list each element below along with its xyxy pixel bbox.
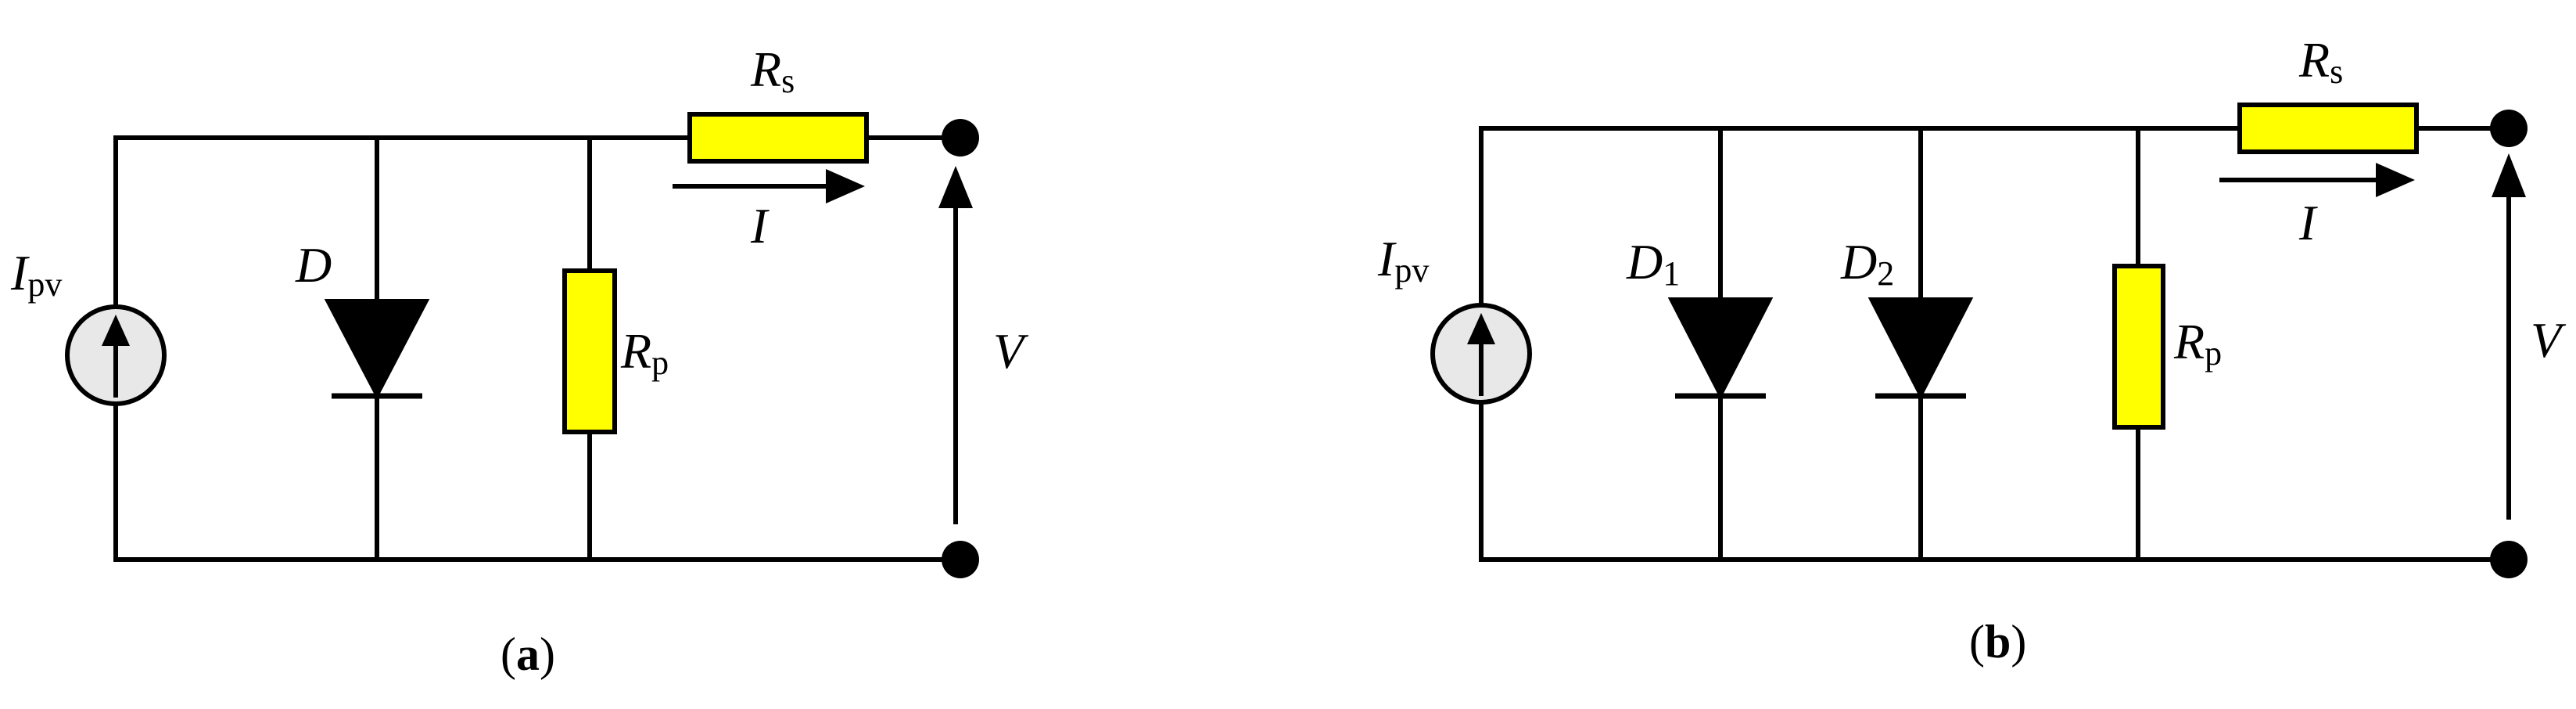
terminal-b-top bbox=[2490, 110, 2528, 147]
rp-label-b: Rp bbox=[2173, 314, 2222, 372]
diode-a bbox=[324, 299, 430, 400]
diode-1 bbox=[1667, 297, 1774, 400]
rs-label-b: Rs bbox=[2298, 32, 2343, 91]
rs-label-a: Rs bbox=[750, 41, 795, 100]
current-arrow-a-head bbox=[826, 169, 865, 203]
resistor-rs-a bbox=[687, 112, 869, 164]
voltage-label-b: V bbox=[2531, 312, 2567, 368]
voltage-arrow-a-head bbox=[938, 166, 973, 208]
resistor-rs-b bbox=[2237, 103, 2419, 154]
source-label-b: Ipv bbox=[1377, 231, 1429, 290]
caption-a: (a) bbox=[500, 628, 555, 680]
current-arrow-b-head bbox=[2376, 163, 2415, 197]
current-label-b: I bbox=[2298, 195, 2318, 250]
diode-1-label: D1 bbox=[1626, 234, 1680, 293]
terminal-a-bottom bbox=[942, 541, 979, 578]
resistor-rp-a bbox=[562, 268, 617, 434]
caption-b: (b) bbox=[1969, 616, 2026, 668]
diode-2 bbox=[1867, 297, 1974, 400]
current-source-b-arrow-head bbox=[1467, 313, 1495, 344]
resistor-rp-b bbox=[2112, 264, 2165, 430]
circuit-b: Ipv D1 D2 Rp Rs I V (b) bbox=[1377, 32, 2567, 668]
voltage-label-a: V bbox=[993, 323, 1029, 379]
source-label-a: Ipv bbox=[10, 245, 62, 304]
current-label-a: I bbox=[750, 198, 770, 254]
rp-label-a: Rp bbox=[620, 323, 669, 382]
terminal-a-top bbox=[942, 119, 979, 157]
diode-label-a: D bbox=[295, 237, 332, 293]
voltage-arrow-b-head bbox=[2492, 153, 2526, 197]
diode-2-label: D2 bbox=[1840, 234, 1894, 293]
circuit-a: Ipv D Rp Rs I V (a) bbox=[10, 41, 1029, 680]
current-source-a-arrow-head bbox=[102, 315, 130, 346]
terminal-b-bottom bbox=[2490, 541, 2528, 578]
